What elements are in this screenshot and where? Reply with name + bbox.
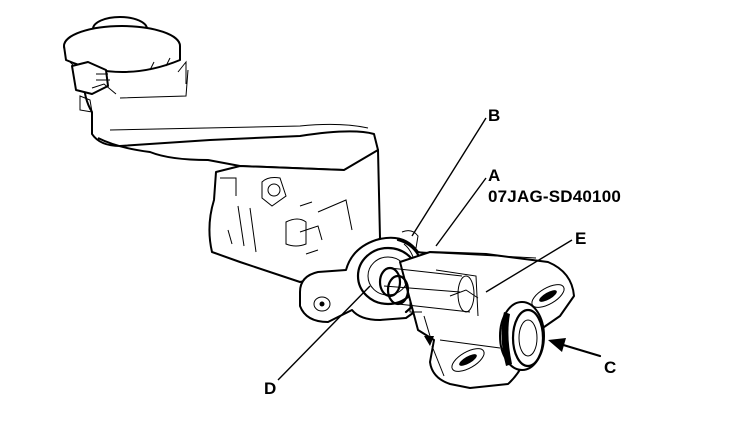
label-b: B [488, 106, 500, 125]
piston-assembly [378, 266, 475, 346]
leader-e [485, 239, 573, 293]
leader-a [435, 177, 487, 247]
callout-labels: B A 07JAG-SD40100 E C D [264, 106, 621, 398]
label-a-part-number: 07JAG-SD40100 [488, 187, 621, 206]
special-tool [399, 251, 575, 389]
press-cap [499, 301, 545, 371]
cylinder-body [208, 149, 381, 283]
label-e: E [575, 229, 586, 248]
label-d: D [264, 379, 276, 398]
arrow-c [548, 338, 602, 358]
reservoir-body [71, 60, 379, 171]
label-a: A [488, 166, 500, 185]
leader-d [277, 285, 371, 381]
leader-lines [277, 117, 602, 381]
label-c: C [604, 358, 616, 377]
leader-b [411, 117, 487, 237]
